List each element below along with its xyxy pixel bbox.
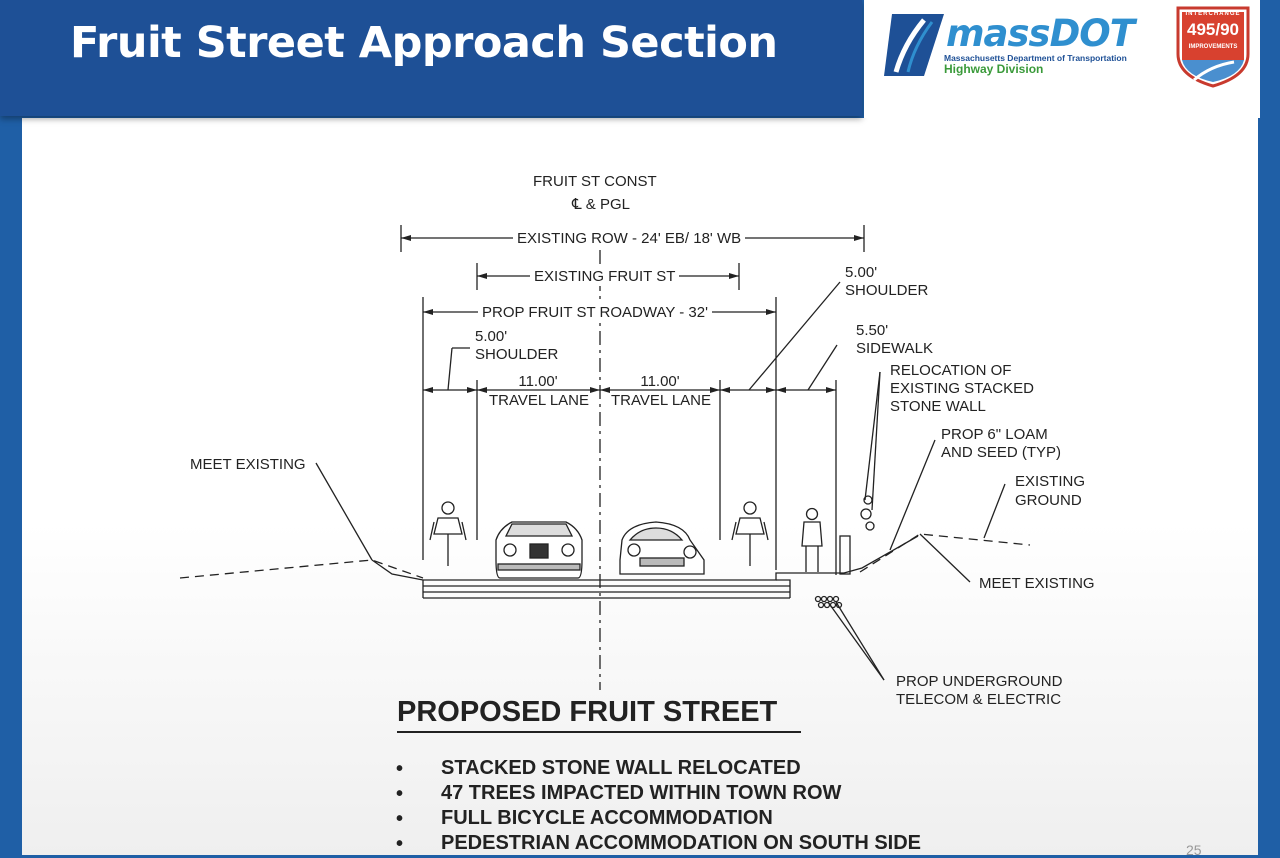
proposed-grade-right xyxy=(843,535,919,574)
summary-heading: PROPOSED FRUIT STREET xyxy=(397,696,778,728)
existing-ground-left xyxy=(179,559,424,579)
pavement-surface xyxy=(423,572,844,581)
proposed-grade-left xyxy=(371,559,424,581)
utility-callout-line-2: TELECOM & ELECTRIC xyxy=(896,691,1062,708)
massdot-logo-text: massDOT xyxy=(946,12,1135,55)
massdot-logo-division: Highway Division xyxy=(944,62,1044,76)
left-lane-dim: 11.00' xyxy=(518,373,558,390)
wall-callout-line-1: RELOCATION OF xyxy=(890,362,1012,379)
bullet-item: PEDESTRIAN ACCOMMODATION ON SOUTH SIDE xyxy=(441,832,922,854)
stone-wall xyxy=(839,535,851,575)
wall-callout-line-3: STONE WALL xyxy=(890,398,986,415)
dim-row-label: EXISTING ROW - 24' EB/ 18' WB xyxy=(513,229,746,248)
sidewalk-label: SIDEWALK xyxy=(856,340,933,357)
loam-callout-line-2: AND SEED (TYP) xyxy=(941,444,1062,461)
right-shoulder-label: SHOULDER xyxy=(845,282,929,299)
left-shoulder-label: SHOULDER xyxy=(475,346,559,363)
title-bar: Fruit Street Approach Section xyxy=(0,0,862,116)
bullet-marker: • xyxy=(396,783,404,805)
utility-callout-line-1: PROP UNDERGROUND xyxy=(896,673,1063,690)
ground-callout-line-1: EXISTING xyxy=(1015,473,1086,490)
bicyclist-left-icon xyxy=(429,501,467,566)
massdot-logo-subtitle: Massachusetts Department of Transportati… xyxy=(944,53,1127,63)
car-right-icon xyxy=(619,521,705,575)
right-lane-dim: 11.00' xyxy=(640,373,680,390)
badge-bottom-text: IMPROVEMENTS xyxy=(1188,44,1238,50)
bullet-item: FULL BICYCLE ACCOMMODATION xyxy=(441,807,773,829)
bullet-item: STACKED STONE WALL RELOCATED xyxy=(441,757,801,779)
loam-callout-line-1: PROP 6" LOAM xyxy=(941,426,1048,443)
wall-callout-line-2: EXISTING STACKED xyxy=(890,380,1034,397)
interchange-shield-icon xyxy=(1176,6,1250,88)
centerline-label-2: ℄ & PGL xyxy=(572,196,630,213)
dim-existing-fruit-label: EXISTING FRUIT ST xyxy=(530,267,680,286)
bullet-marker: • xyxy=(396,808,404,830)
existing-ground-right xyxy=(859,533,1031,573)
sidewalk-dim: 5.50' xyxy=(856,322,889,339)
left-lane-label: TRAVEL LANE xyxy=(488,392,590,409)
car-left-icon xyxy=(495,521,583,579)
bullet-marker: • xyxy=(396,758,404,780)
badge-top-text: INTERCHANGE xyxy=(1185,11,1241,17)
page-number: 25 xyxy=(1186,842,1202,858)
right-lane-label: TRAVEL LANE xyxy=(610,392,712,409)
bicyclist-right-icon xyxy=(731,501,769,566)
ground-callout-line-2: GROUND xyxy=(1015,492,1082,509)
summary-heading-underline xyxy=(397,731,801,733)
left-shoulder-dim: 5.00' xyxy=(475,328,508,345)
slide-title: Fruit Street Approach Section xyxy=(70,18,778,68)
pedestrian-icon xyxy=(801,507,823,572)
bullet-marker: • xyxy=(396,833,404,855)
meet-existing-right-label: MEET EXISTING xyxy=(979,575,1095,592)
massdot-road-icon xyxy=(884,14,944,76)
dim-prop-roadway-label: PROP FRUIT ST ROADWAY - 32' xyxy=(478,303,712,322)
bullet-item: 47 TREES IMPACTED WITHIN TOWN ROW xyxy=(441,782,842,804)
centerline-label-1: FRUIT ST CONST xyxy=(533,173,657,190)
meet-existing-left-label: MEET EXISTING xyxy=(190,456,306,473)
badge-number: 495/90 xyxy=(1187,20,1239,39)
right-shoulder-dim: 5.00' xyxy=(845,264,878,281)
